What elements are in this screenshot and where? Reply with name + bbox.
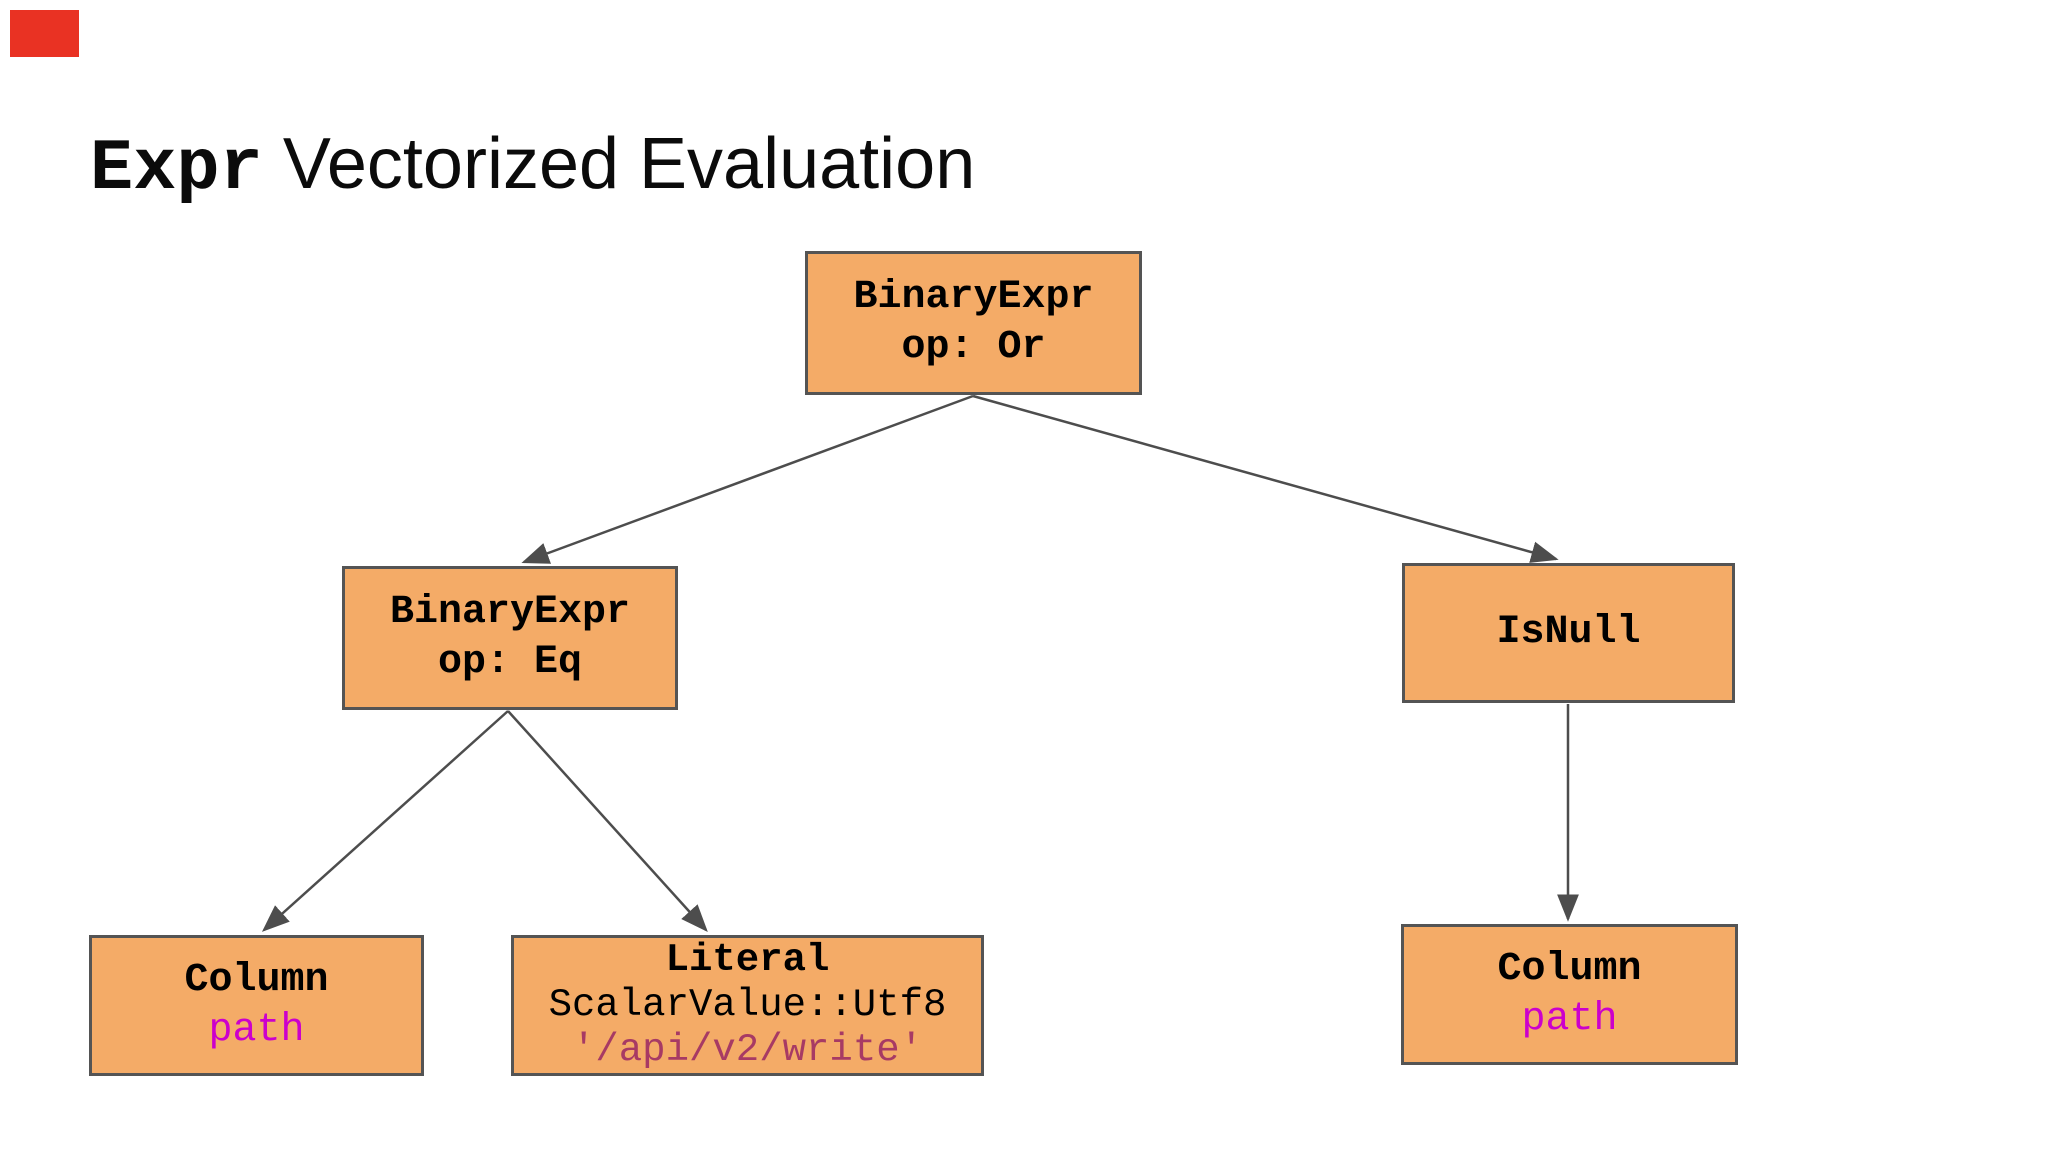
edge-eq-to-literal	[507, 710, 708, 933]
node-op: op: Eq	[437, 640, 583, 685]
edge-or-to-eq	[521, 394, 974, 564]
node-scalar-type: ScalarValue::Utf8	[548, 983, 947, 1027]
node-column-name: path	[1521, 996, 1618, 1042]
node-label: BinaryExpr	[389, 590, 631, 635]
node-label: Literal	[665, 938, 830, 982]
node-label: Column	[1497, 946, 1642, 992]
node-column-right: Column path	[1401, 924, 1738, 1065]
node-binaryexpr-eq: BinaryExpr op: Eq	[342, 566, 678, 710]
node-isnull: IsNull	[1402, 563, 1735, 703]
title-code-expr: Expr	[90, 128, 263, 210]
red-corner-marker	[10, 10, 79, 57]
node-literal: Literal ScalarValue::Utf8 '/api/v2/write…	[511, 935, 984, 1076]
node-label: Column	[184, 957, 329, 1003]
node-label: IsNull	[1496, 610, 1641, 655]
node-op: op: Or	[901, 325, 1046, 370]
node-column-left: Column path	[89, 935, 424, 1076]
node-column-name: path	[208, 1007, 305, 1053]
edge-eq-to-column	[261, 710, 509, 932]
node-string-value: '/api/v2/write'	[571, 1028, 924, 1072]
edge-or-to-isnull	[972, 394, 1559, 563]
node-binaryexpr-or: BinaryExpr op: Or	[805, 251, 1142, 395]
title-rest: Vectorized Evaluation	[282, 124, 976, 204]
node-label: BinaryExpr	[853, 275, 1094, 320]
